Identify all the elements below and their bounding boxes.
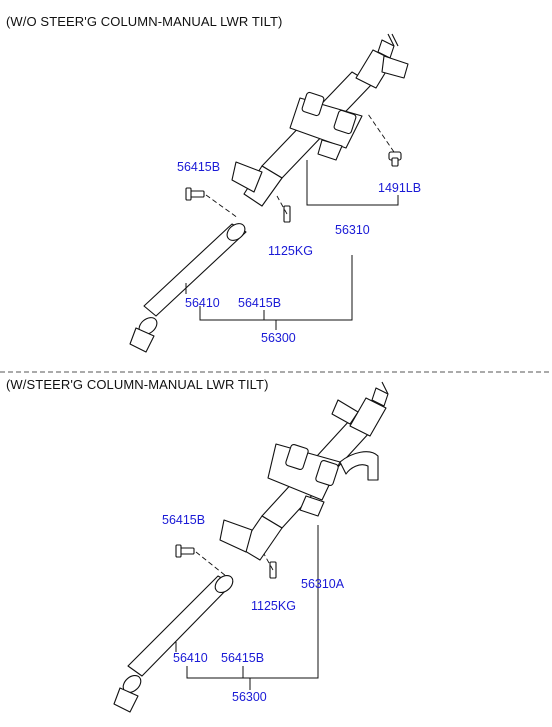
part-label: 1125KG — [251, 599, 296, 613]
top-dashed-guides — [205, 113, 395, 219]
part-label: 56300 — [261, 331, 296, 345]
part-label: 1125KG — [268, 244, 313, 258]
part-label: 56300 — [232, 690, 267, 704]
part-label: 56310 — [335, 223, 370, 237]
part-label: 56415B — [238, 296, 282, 310]
bottom-leader-lines — [175, 525, 319, 690]
bottom-assembly-drawing — [113, 381, 389, 713]
top-leader-lines — [185, 160, 399, 330]
part-label: 56415B — [177, 160, 221, 174]
section-2-heading: (W/STEER'G COLUMN-MANUAL LWR TILT) — [6, 377, 269, 392]
top-assembly-drawing — [129, 33, 409, 353]
part-label: 56415B — [221, 651, 265, 665]
part-label: 56415B — [162, 513, 206, 527]
part-label: 56310A — [301, 577, 345, 591]
part-label: 1491LB — [378, 181, 422, 195]
part-label: 56410 — [185, 296, 220, 310]
bottom-dashed-guides — [195, 551, 274, 577]
section-1-heading: (W/O STEER'G COLUMN-MANUAL LWR TILT) — [6, 14, 283, 29]
part-label: 56410 — [173, 651, 208, 665]
